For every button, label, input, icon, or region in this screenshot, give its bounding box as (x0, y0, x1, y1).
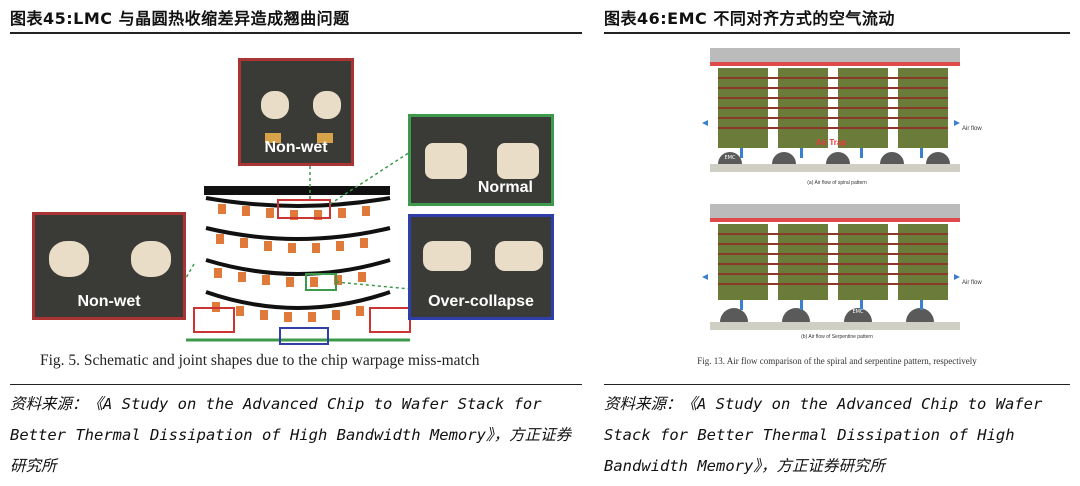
right-source-rule (604, 384, 1070, 385)
left-figure-image: Non-wet Normal Non-wet Over-collapse Fig… (10, 34, 582, 384)
solder-pad (317, 133, 333, 143)
non-wet-top-label: Non-wet (264, 139, 328, 156)
right-figure-title: 图表46:EMC 不同对齐方式的空气流动 (604, 9, 895, 28)
left-figure-panel: 图表45:LMC 与晶圆热收缩差异造成翘曲问题 (10, 0, 582, 482)
right-figure-panel: 图表46:EMC 不同对齐方式的空气流动 (604, 0, 1070, 482)
solder-ball (261, 91, 289, 119)
non-wet-left-label: Non-wet (77, 293, 141, 310)
right-figure-image: EMC EMC Air Trap Air flow Air flow (a) A… (604, 34, 1070, 384)
left-title-rule (10, 32, 582, 34)
solder-joint (425, 143, 467, 179)
left-figure-title: 图表45:LMC 与晶圆热收缩差异造成翘曲问题 (10, 9, 350, 28)
right-title-rule (604, 32, 1070, 34)
left-figure-caption: Fig. 5. Schematic and joint shapes due t… (40, 352, 480, 369)
non-wet-top-photo: Non-wet (238, 58, 354, 166)
solder-pad (265, 133, 281, 143)
right-figure-caption: Fig. 13. Air flow comparison of the spir… (697, 356, 977, 366)
airflow-diagram (702, 48, 960, 330)
solder-ball (49, 241, 89, 277)
emc-label-bottom: EMC (852, 309, 864, 315)
over-collapse-photo: Over-collapse (408, 214, 554, 320)
air-trap-label: Air Trap (816, 138, 847, 147)
solder-joint (497, 143, 539, 179)
solder-ball (131, 241, 171, 277)
sub-caption-a: (a) Air flow of spiral pattern (807, 180, 867, 186)
right-source-text: 资料来源：《A Study on the Advanced Chip to Wa… (604, 395, 1043, 475)
over-collapse-label: Over-collapse (428, 293, 534, 310)
left-source-text: 资料来源：《A Study on the Advanced Chip to Wa… (10, 395, 572, 475)
air-flow-label-top: Air flow (962, 126, 982, 132)
emc-label-top: EMC (724, 155, 736, 161)
solder-joint (495, 241, 543, 271)
normal-label: Normal (477, 179, 533, 196)
solder-joint (423, 241, 471, 271)
air-flow-label-bottom: Air flow (962, 280, 982, 286)
non-wet-left-photo: Non-wet (32, 212, 186, 320)
normal-photo: Normal (408, 114, 554, 206)
sub-caption-b: (b) Air flow of Serpentine pattern (801, 334, 873, 340)
left-source-rule (10, 384, 582, 385)
warpage-schematic (171, 151, 411, 345)
solder-ball (313, 91, 341, 119)
